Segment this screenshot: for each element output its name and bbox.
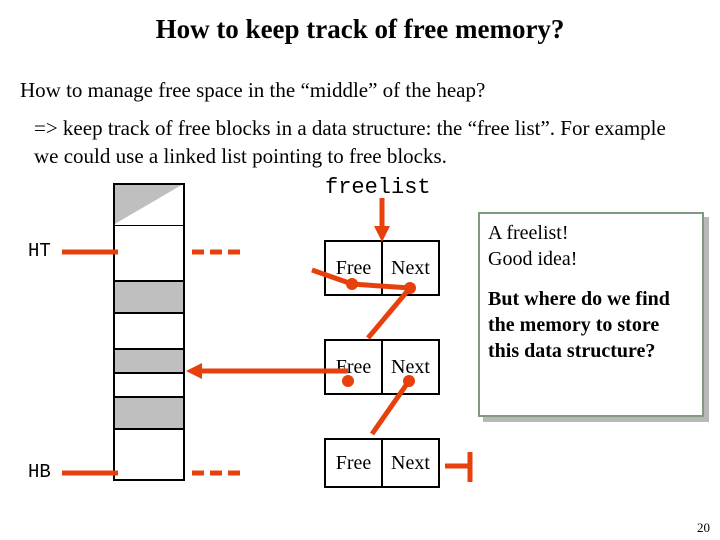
- memory-block: [113, 281, 185, 313]
- callout-first: A freelist! Good idea!: [478, 212, 704, 278]
- callout-first-line2: Good idea!: [488, 248, 578, 270]
- freelist-label: freelist: [325, 175, 431, 200]
- node2-free-arrowhead: [186, 363, 202, 379]
- heap-top-wedge: [113, 183, 185, 225]
- node-next-cell: Next: [391, 355, 430, 378]
- freelist-node[interactable]: Free Next: [324, 240, 440, 296]
- memory-column: [113, 183, 187, 483]
- question-text: How to manage free space in the “middle”…: [20, 78, 486, 102]
- callout-first-line1: A freelist!: [488, 222, 569, 244]
- heap-bottom-label: HB: [28, 461, 51, 483]
- node-free-cell: Free: [326, 242, 383, 294]
- node-free-cell: Free: [326, 341, 383, 393]
- node-free-cell: Free: [326, 440, 383, 486]
- page-number: 20: [697, 520, 710, 535]
- memory-outline: [113, 183, 185, 481]
- memory-block: [113, 313, 185, 349]
- page-title: How to keep track of free memory?: [155, 14, 565, 44]
- memory-block: [113, 225, 185, 281]
- answer-text: => keep track of free blocks in a data s…: [34, 116, 666, 168]
- freelist-node[interactable]: Free Next: [324, 339, 440, 395]
- node-next-cell: Next: [391, 451, 430, 474]
- freelist-node[interactable]: Free Next: [324, 438, 440, 488]
- callout-second: But where do we find the memory to store…: [478, 278, 704, 417]
- node-next-cell: Next: [391, 256, 430, 279]
- heap-top-label: HT: [28, 240, 51, 262]
